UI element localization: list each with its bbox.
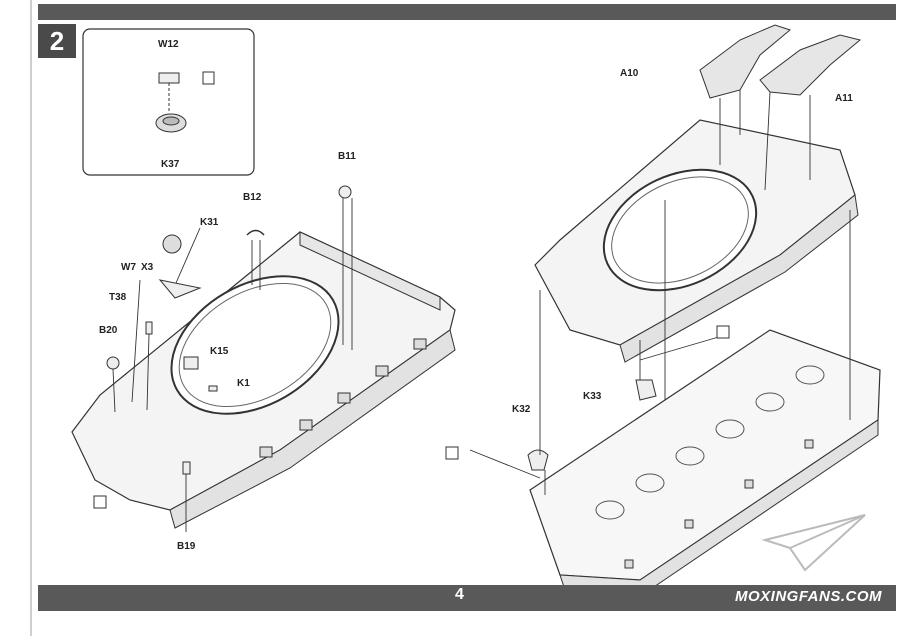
step-number: 2 — [38, 24, 76, 58]
hull-assembly-drawing: A10 A11 K32 K33 — [445, 24, 881, 596]
label-k33: K33 — [583, 391, 602, 402]
k33-part — [635, 379, 657, 401]
glue-icon — [202, 71, 215, 85]
label-b12: B12 — [243, 192, 262, 203]
k31-part — [162, 234, 182, 254]
label-a10: A10 — [620, 68, 639, 79]
cement-icon-right-upper — [716, 325, 730, 339]
upper-hull-drawing: B11 B12 K31 W7 X3 T38 B20 K15 K1 B19 — [71, 151, 456, 552]
label-w12: W12 — [158, 39, 179, 50]
t38-part — [145, 321, 153, 335]
b12-part — [246, 229, 265, 236]
turret-ring — [170, 275, 340, 415]
label-a11: A11 — [835, 93, 853, 104]
cement-icon-right-lower — [445, 446, 459, 460]
label-k31: K31 — [200, 217, 219, 228]
k15-part — [183, 356, 199, 370]
detail-inset: W12 K37 — [82, 28, 255, 176]
label-k15: K15 — [210, 346, 229, 357]
label-k1: K1 — [237, 378, 250, 389]
a11-part — [759, 34, 862, 96]
label-k32: K32 — [512, 404, 531, 415]
label-b19: B19 — [177, 541, 196, 552]
w12-part — [158, 72, 180, 84]
watermark: MOXINGFANS.COM — [735, 588, 883, 605]
b11-part — [338, 185, 352, 199]
binding-edge — [30, 0, 32, 636]
label-b20: B20 — [99, 325, 118, 336]
paper-plane-logo — [761, 514, 866, 572]
k1-part — [208, 385, 218, 392]
b19-part — [182, 461, 191, 475]
label-w7: W7 — [121, 262, 136, 273]
cement-icon — [93, 495, 107, 509]
label-x3: X3 — [141, 262, 154, 273]
turret-ring-right — [602, 168, 758, 292]
label-b11: B11 — [338, 151, 356, 162]
k32-part — [527, 449, 549, 471]
top-bar — [38, 4, 896, 20]
b20-part — [106, 356, 120, 370]
page-number: 4 — [455, 586, 464, 603]
label-k37: K37 — [161, 159, 180, 170]
bottom-bar — [38, 585, 896, 611]
a10-part — [699, 24, 792, 99]
label-t38: T38 — [109, 292, 127, 303]
